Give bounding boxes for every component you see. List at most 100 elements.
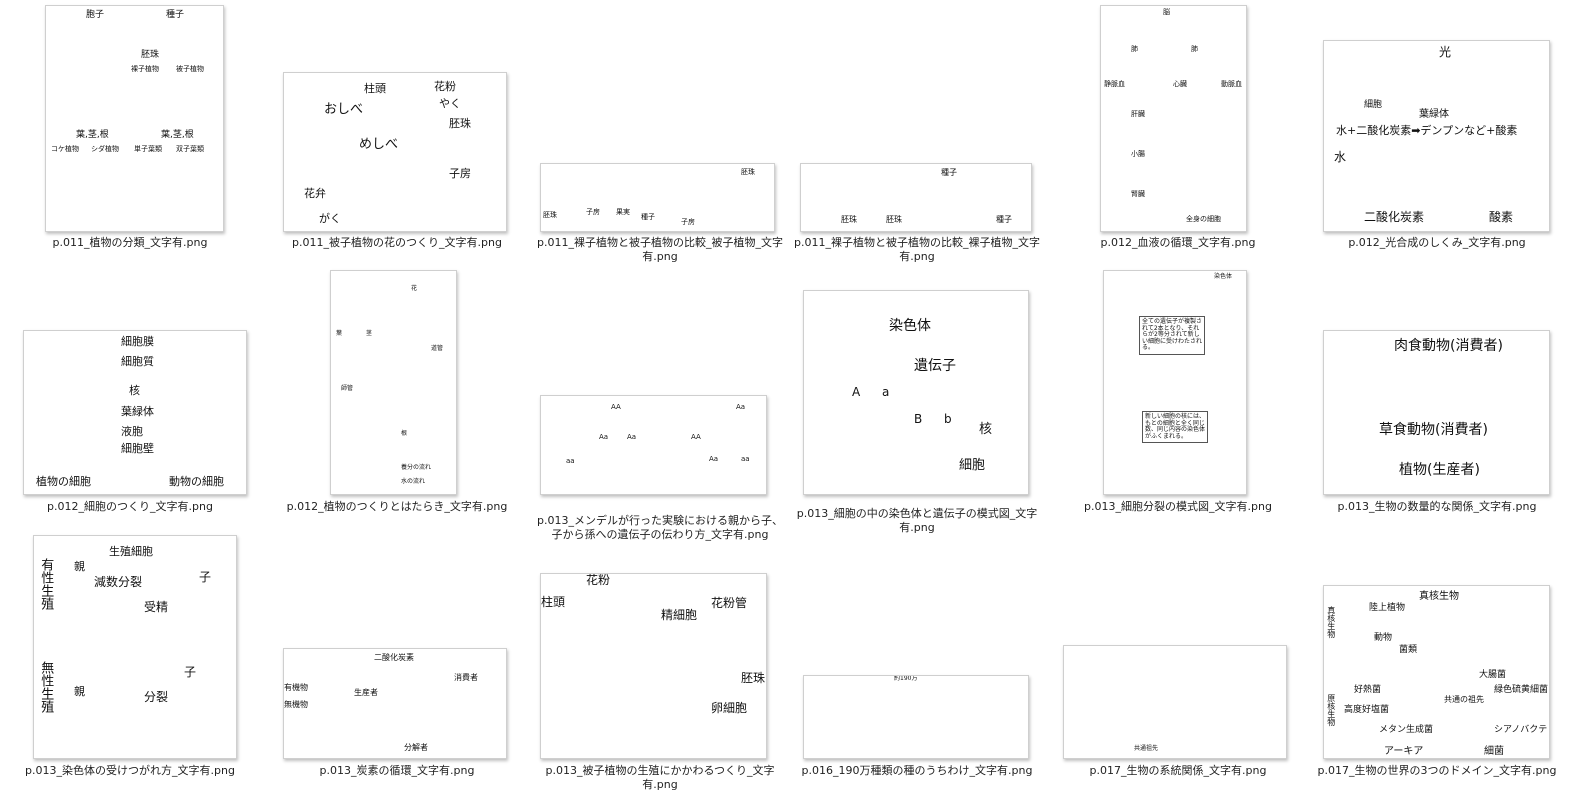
diagram-label: 動物: [1374, 633, 1393, 643]
diagram-label: 葉,茎,根: [161, 130, 194, 140]
file-name-label[interactable]: p.013_メンデルが行った実験における親から子、子から孫への遺伝子の伝わり方_…: [537, 514, 783, 541]
file-name-label[interactable]: p.017_生物の系統関係_文字有.png: [1089, 764, 1267, 777]
diagram-label: 液胞: [121, 425, 143, 438]
file-thumbnail[interactable]: 胞子種子胚珠葉,茎,根葉,茎,根コケ植物シダ植物単子葉類双子葉類裸子植物被子植物: [45, 5, 224, 232]
file-thumbnail[interactable]: 染色体全ての遺伝子が複製されて2本となり、それらが2等分されて新しい細胞に受けわ…: [1103, 270, 1247, 495]
file-name-label[interactable]: p.013_細胞分裂の模式図_文字有.png: [1084, 500, 1272, 513]
file-thumbnail[interactable]: 胚珠子房果実種子子房胚珠: [540, 163, 775, 232]
diagram-label: 水: [1334, 150, 1347, 164]
diagram-label: 花粉: [586, 573, 611, 587]
file-name-label[interactable]: p.012_光合成のしくみ_文字有.png: [1348, 236, 1526, 249]
diagram-label: Aa: [627, 433, 637, 441]
file-name-label[interactable]: p.013_被子植物の生殖にかかわるつくり_文字有.png: [545, 764, 775, 791]
diagram-label: 大腸菌: [1479, 670, 1507, 680]
diagram-label: アーキア: [1384, 746, 1424, 757]
diagram-label: 共通祖先: [1134, 745, 1159, 752]
diagram-label: 精細胞: [661, 608, 698, 622]
diagram-label: 子: [199, 570, 212, 584]
diagram-label: 草食動物(消費者): [1379, 422, 1488, 438]
diagram-label: aa: [741, 455, 750, 463]
diagram-label: 子房: [586, 208, 600, 216]
diagram-label: 子: [184, 665, 197, 679]
file-thumbnail[interactable]: 細胞膜細胞質核葉緑体液胞細胞壁植物の細胞動物の細胞: [23, 330, 247, 495]
diagram-label: 核: [129, 384, 140, 397]
diagram-label: 無性生殖: [38, 661, 54, 713]
diagram-label: B: [914, 412, 923, 426]
diagram-label: 子房: [449, 167, 471, 180]
diagram-label: 生殖細胞: [109, 545, 153, 558]
diagram-label: Aa: [709, 455, 719, 463]
file-name-label[interactable]: p.011_裸子植物と被子植物の比較_裸子植物_文字有.png: [794, 236, 1040, 263]
diagram-label: 胚珠: [543, 211, 557, 219]
diagram-label: 肺: [1131, 45, 1138, 53]
diagram-label: AA: [611, 403, 621, 411]
diagram-label: 有性生殖: [38, 558, 54, 610]
diagram-label: 親: [74, 560, 85, 573]
file-name-label[interactable]: p.011_裸子植物と被子植物の比較_被子植物_文字有.png: [537, 236, 783, 263]
diagram-label: 生産者: [354, 688, 378, 697]
diagram-label: 真核生物: [1326, 606, 1336, 638]
file-thumbnail[interactable]: 柱頭花粉やくおしべめしべ胚珠子房花弁がく: [283, 72, 507, 232]
diagram-label: aa: [566, 457, 575, 465]
diagram-label: 光: [1439, 45, 1452, 59]
diagram-label: 植物の細胞: [36, 475, 91, 488]
diagram-label: 分裂: [144, 690, 169, 704]
file-thumbnail[interactable]: 肉食動物(消費者) 草食動物(消費者) 植物(生産者): [1323, 330, 1550, 495]
file-thumbnail[interactable]: 花葉茎根師管道管養分の流れ水の流れ: [330, 270, 457, 495]
diagram-label: 師管: [341, 385, 354, 392]
diagram-label: 二酸化炭素: [374, 653, 414, 662]
file-name-label[interactable]: p.012_細胞のつくり_文字有.png: [47, 500, 213, 513]
file-thumbnail[interactable]: 共通祖先: [1063, 645, 1287, 759]
diagram-label: 陸上植物: [1369, 603, 1406, 613]
diagram-label: 全ての遺伝子が複製されて2本となり、それらが2等分されて新しい細胞に受けわたされ…: [1139, 316, 1205, 355]
diagram-label: コケ植物: [51, 145, 79, 153]
file-name-label[interactable]: p.013_炭素の循環_文字有.png: [319, 764, 475, 777]
diagram-label: 水の流れ: [401, 478, 426, 485]
diagram-label: 好熱菌: [1354, 685, 1382, 695]
diagram-label: 葉: [336, 330, 343, 337]
file-thumbnail[interactable]: 有性生殖無性生殖親生殖細胞減数分裂受精子親分裂子: [33, 535, 237, 759]
file-thumbnail[interactable]: 花粉柱頭精細胞花粉管胚珠卵細胞: [540, 573, 767, 759]
file-thumbnail[interactable]: 光細胞葉緑体水+二酸化炭素➡デンプンなど+酸素水二酸化炭素酸素: [1323, 40, 1550, 232]
diagram-label: 柱頭: [541, 595, 566, 609]
file-thumbnail[interactable]: 脳肺肺心臓肝臓小腸腎臓全身の細胞静脈血動脈血: [1100, 5, 1247, 232]
diagram-label: 花粉管: [711, 596, 748, 610]
diagram-label: 道管: [431, 345, 444, 352]
diagram-label: 種子: [166, 10, 185, 20]
diagram-label: 新しい細胞の核には、もとの細胞と全く同じ数、同じ内容の染色体がふくまれる。: [1142, 411, 1208, 444]
diagram-label: 動物の細胞: [169, 475, 224, 488]
file-name-label[interactable]: p.017_生物の世界の3つのドメイン_文字有.png: [1317, 764, 1557, 777]
diagram-label: 細胞質: [121, 355, 154, 368]
file-name-label[interactable]: p.012_血液の循環_文字有.png: [1100, 236, 1256, 249]
diagram-label: 細胞: [1364, 100, 1383, 110]
diagram-label: 消費者: [454, 673, 478, 682]
file-name-label[interactable]: p.012_植物のつくりとはたらき_文字有.png: [286, 500, 508, 513]
diagram-label: A: [852, 385, 861, 399]
diagram-label: 植物(生産者): [1399, 462, 1480, 478]
diagram-label: 有機物: [284, 683, 308, 692]
diagram-label: 高度好塩菌: [1344, 705, 1390, 715]
file-name-label[interactable]: p.013_染色体の受けつがれ方_文字有.png: [25, 764, 235, 777]
file-thumbnail[interactable]: 胚珠種子胚珠種子: [800, 163, 1032, 232]
file-name-label[interactable]: p.013_生物の数量的な関係_文字有.png: [1337, 500, 1537, 513]
file-thumbnail[interactable]: 真核生物陸上植物動物菌類大腸菌好熱菌高度好塩菌メタン生成菌緑色硫黄細菌シアノバク…: [1323, 585, 1550, 759]
diagram-label: めしべ: [359, 137, 399, 152]
diagram-label: 子房: [681, 218, 695, 226]
file-name-label[interactable]: p.013_細胞の中の染色体と遺伝子の模式図_文字有.png: [796, 507, 1038, 534]
file-thumbnail[interactable]: 約190万: [803, 675, 1029, 759]
file-name-label[interactable]: p.011_被子植物の花のつくり_文字有.png: [292, 236, 502, 249]
diagram-label: 単子葉類: [134, 145, 162, 153]
file-name-label[interactable]: p.016_190万種類の種のうちわけ_文字有.png: [801, 764, 1033, 777]
diagram-label: 葉緑体: [121, 405, 154, 418]
diagram-label: 茎: [366, 330, 373, 337]
diagram-label: 肉食動物(消費者): [1394, 338, 1503, 354]
diagram-label: 胚珠: [741, 671, 766, 685]
diagram-label: 細胞膜: [121, 335, 154, 348]
diagram-label: 染色体: [889, 318, 931, 334]
diagram-label: 葉緑体: [1419, 109, 1449, 120]
diagram-label: a: [882, 385, 890, 399]
file-thumbnail[interactable]: 二酸化炭素有機物無機物生産者消費者分解者: [283, 648, 507, 759]
file-name-label[interactable]: p.011_植物の分類_文字有.png: [52, 236, 208, 249]
